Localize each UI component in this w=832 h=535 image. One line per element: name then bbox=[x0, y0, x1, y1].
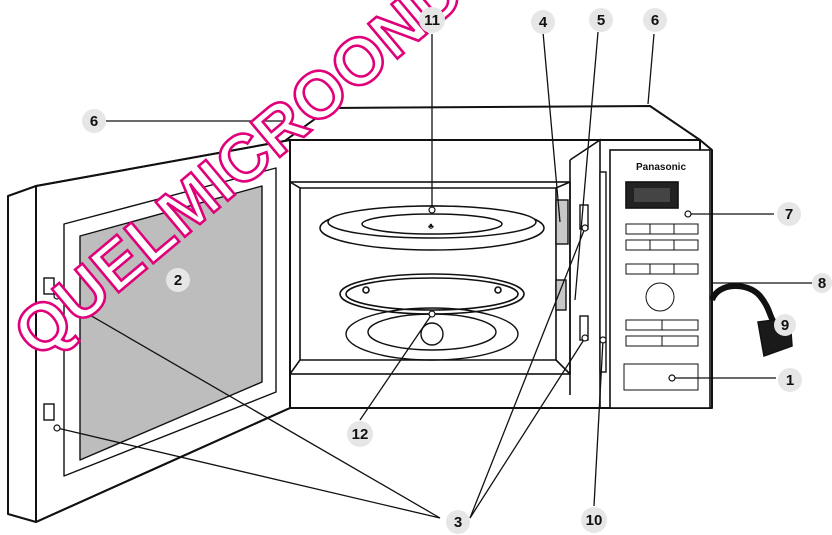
control-buttons bbox=[623, 223, 699, 391]
callout-2: 2 bbox=[166, 268, 190, 292]
latch-hook-upper bbox=[43, 277, 55, 295]
svg-text:12: 12 bbox=[352, 426, 369, 443]
callout-1: 1 bbox=[778, 368, 802, 392]
callout-11: 11 bbox=[419, 7, 445, 33]
waveguide-cover bbox=[555, 199, 569, 245]
svg-text:5: 5 bbox=[597, 12, 605, 29]
callout-4: 4 bbox=[531, 10, 555, 34]
door-hooks bbox=[43, 277, 55, 421]
latch-hook-lower bbox=[43, 403, 55, 421]
svg-text:6: 6 bbox=[651, 12, 659, 29]
callout-12: 12 bbox=[347, 421, 373, 447]
door bbox=[7, 139, 291, 523]
svg-text:♣: ♣ bbox=[428, 221, 434, 231]
dial[interactable] bbox=[645, 282, 675, 312]
callout-6-left: 6 bbox=[82, 109, 106, 133]
leader-lines bbox=[56, 31, 812, 519]
svg-text:3: 3 bbox=[454, 514, 462, 531]
svg-text:2: 2 bbox=[174, 272, 182, 289]
grill-rack: ♣ bbox=[319, 205, 545, 251]
door-window bbox=[79, 185, 263, 461]
panel-button[interactable] bbox=[625, 263, 699, 275]
door-seal-strip bbox=[599, 171, 607, 373]
leader-dots bbox=[53, 206, 692, 432]
door-release-button[interactable] bbox=[623, 363, 699, 391]
svg-text:10: 10 bbox=[586, 512, 603, 529]
panel-button[interactable] bbox=[625, 223, 699, 235]
callout-5: 5 bbox=[589, 8, 613, 32]
callout-6-right: 6 bbox=[643, 8, 667, 32]
waveguide-cover-lower bbox=[555, 279, 567, 311]
callout-9: 9 bbox=[774, 314, 796, 336]
svg-text:11: 11 bbox=[424, 12, 440, 29]
svg-text:4: 4 bbox=[539, 14, 548, 31]
callout-3: 3 bbox=[446, 510, 470, 534]
callout-7: 7 bbox=[777, 202, 801, 226]
svg-text:6: 6 bbox=[90, 113, 98, 130]
callout-10: 10 bbox=[581, 507, 607, 533]
svg-text:1: 1 bbox=[786, 372, 794, 389]
svg-text:7: 7 bbox=[785, 206, 793, 223]
brand-label: Panasonic bbox=[636, 162, 686, 173]
svg-text:8: 8 bbox=[818, 275, 826, 292]
panel-button[interactable] bbox=[625, 239, 699, 251]
control-panel: Panasonic bbox=[609, 149, 711, 409]
svg-text:9: 9 bbox=[781, 317, 789, 334]
callout-8: 8 bbox=[812, 273, 832, 293]
